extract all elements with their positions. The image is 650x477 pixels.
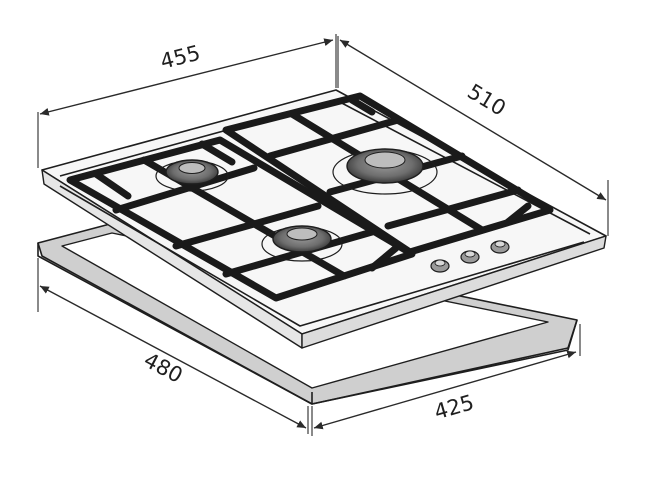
dimension-label-top-depth: 510 [463, 79, 510, 120]
knob-3 [490, 240, 510, 254]
knob-2 [460, 250, 480, 264]
dimension-label-cutout-width: 480 [140, 348, 187, 388]
burner-medium-front [261, 225, 343, 262]
control-knobs [430, 240, 510, 273]
dimension-label-cutout-depth: 425 [431, 390, 476, 424]
knob-1 [430, 259, 450, 273]
dimension-label-top-width: 455 [158, 41, 203, 74]
burner-small-rear [155, 159, 229, 192]
